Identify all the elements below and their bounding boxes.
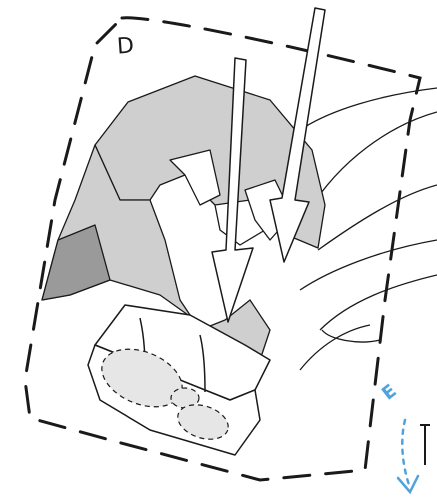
blue-dashed-arrow xyxy=(396,418,430,495)
background-lines xyxy=(299,87,437,371)
dashed-panel-border xyxy=(23,16,422,482)
panel-letter: D xyxy=(116,33,135,60)
down-arrow-icon xyxy=(211,57,254,323)
down-arrow-icon xyxy=(269,7,326,263)
contact-ellipses xyxy=(101,348,229,440)
